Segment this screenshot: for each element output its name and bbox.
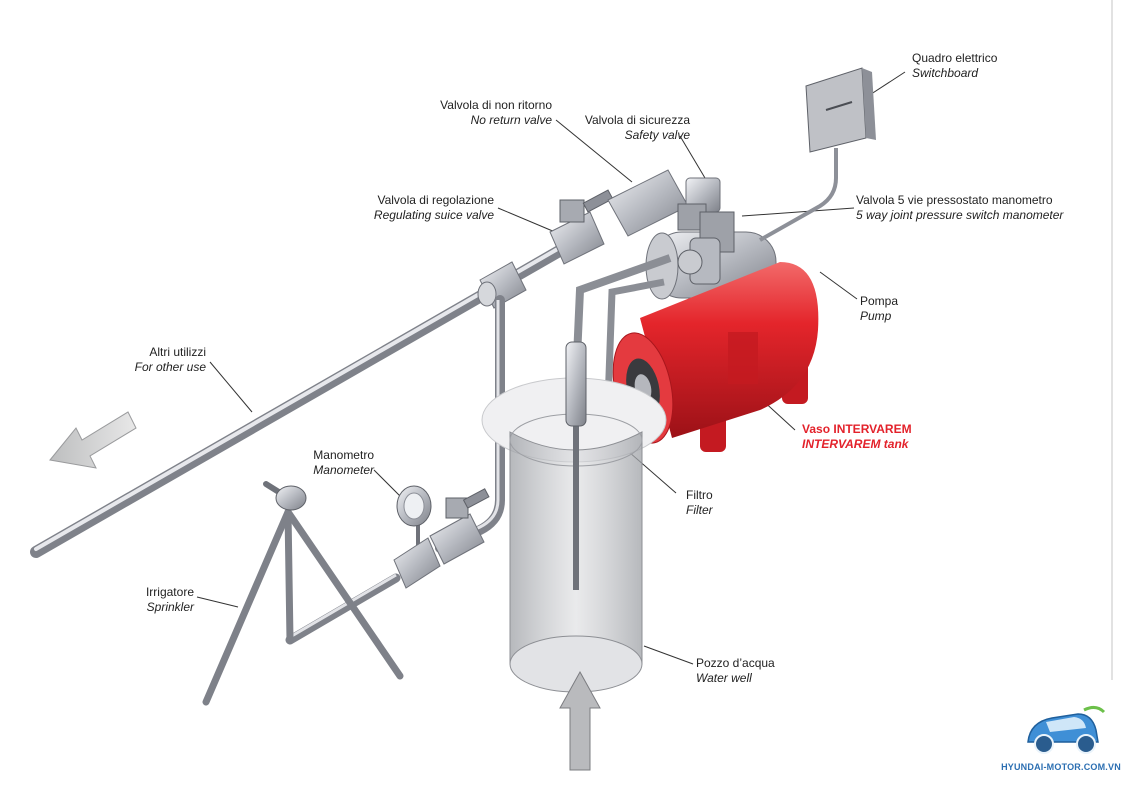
outflow-arrow-icon [49, 411, 137, 469]
watermark-text: HYUNDAI-MOTOR.COM.VN [1001, 762, 1121, 772]
page-edge-rule [1111, 0, 1113, 680]
sprinkler [202, 508, 404, 706]
no-return-valve [607, 169, 689, 237]
watermark: HYUNDAI-MOTOR.COM.VN [1000, 700, 1122, 790]
manometer [396, 485, 432, 548]
tee-fitting [477, 261, 527, 309]
filter [565, 341, 587, 590]
car-logo-icon [1027, 705, 1106, 754]
regulating-valve [549, 189, 614, 265]
inflow-arrow-icon [559, 670, 601, 771]
five-way-joint [677, 237, 721, 285]
switchboard [759, 67, 876, 242]
sprinkler-head [263, 481, 307, 511]
lower-valve [393, 488, 490, 589]
